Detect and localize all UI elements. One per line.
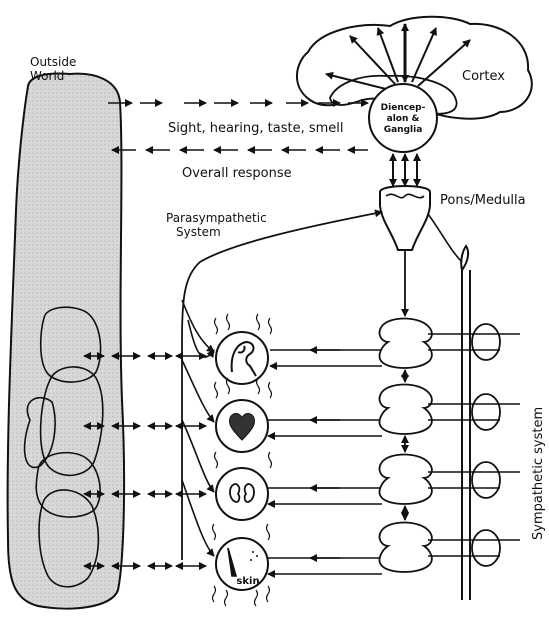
- diencephalon-circle: [368, 83, 438, 153]
- parasympathetic-label-2: System: [176, 225, 221, 239]
- ganglia-organ-lines: [267, 346, 382, 578]
- cortex-label: Cortex: [462, 69, 505, 84]
- sympathetic-connectors: [428, 333, 520, 557]
- cortex-arrows: [325, 23, 471, 91]
- outside-world-region: [6, 72, 126, 610]
- outside-world-label-1: Outside: [30, 55, 76, 69]
- world-organ-arrows: [83, 352, 207, 570]
- parasympathetic-trunk: [181, 209, 383, 560]
- sensory-label: Sight, hearing, taste, smell: [168, 121, 344, 136]
- dien-pons-arrows: [389, 153, 421, 187]
- skin-label: skin: [236, 576, 259, 587]
- organ-kidneys: [213, 451, 273, 521]
- heart-icon: [229, 413, 255, 441]
- kidneys-icon: [229, 483, 255, 503]
- organ-heart: [213, 377, 273, 453]
- pons-medulla-label: Pons/Medulla: [440, 193, 526, 208]
- parasympathetic-branches: [181, 299, 215, 557]
- spinal-sections: [378, 317, 433, 573]
- diencephalon-label-2: alon &: [387, 114, 420, 124]
- skin-icon: [227, 547, 258, 577]
- organ-skin: skin: [211, 523, 271, 607]
- response-label: Overall response: [182, 166, 292, 181]
- sympathetic-chain: [460, 244, 470, 600]
- outside-world-label-2: World: [30, 69, 64, 83]
- organ-muscle: [213, 313, 273, 385]
- world-regions: [23, 306, 104, 588]
- parasympathetic-label-1: Parasympathetic: [166, 211, 267, 225]
- diencephalon-label-3: Ganglia: [384, 125, 423, 135]
- pons-medulla-shape: [379, 185, 431, 251]
- sympathetic-ganglia: [471, 323, 501, 567]
- sympathetic-label: Sympathetic system: [531, 407, 546, 540]
- muscle-icon: [230, 340, 257, 377]
- diencephalon-label-1: Diencep-: [381, 103, 426, 113]
